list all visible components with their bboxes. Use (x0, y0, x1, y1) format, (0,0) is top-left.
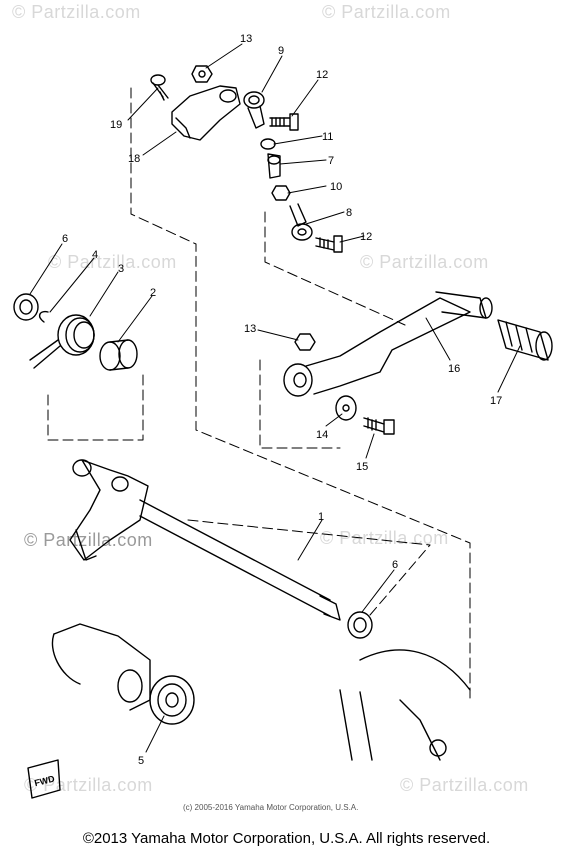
bolt-12 (269, 113, 299, 131)
callout-13b: 13 (244, 323, 256, 335)
callout-15: 15 (356, 461, 368, 473)
callout-6b: 6 (392, 559, 398, 571)
assembly-line (47, 369, 144, 441)
watermark: © Partzilla.com (48, 252, 177, 272)
oil-seal-6b (347, 611, 373, 639)
callout-12: 12 (316, 69, 328, 81)
callout-11: 11 (322, 131, 333, 143)
shift-shaft-1 (69, 459, 341, 621)
watermark: © Partzilla.com (24, 530, 153, 550)
rod-7 (267, 153, 281, 179)
pedal-rubber-17 (497, 319, 553, 361)
callout-18: 18 (128, 153, 140, 165)
callout-8: 8 (346, 207, 352, 219)
callout-5: 5 (138, 755, 144, 767)
watermark: © Partzilla.com (400, 775, 529, 795)
assembly-line (264, 211, 406, 326)
callout-7: 7 (328, 155, 334, 167)
fwd-arrow-icon (27, 759, 61, 799)
assembly-line (130, 87, 471, 701)
frame (339, 649, 471, 761)
bolt-12b (315, 235, 343, 253)
watermark: © Partzilla.com (360, 252, 489, 272)
image-copyright: (c) 2005-2016 Yamaha Motor Corporation, … (183, 803, 359, 812)
nut-13b (294, 333, 316, 351)
callout-4: 4 (92, 249, 98, 261)
washer-11 (260, 138, 276, 150)
bearing-5 (149, 675, 195, 725)
assembly-line (369, 544, 431, 616)
nut-13 (191, 65, 213, 83)
callout-16: 16 (448, 363, 460, 375)
callout-10: 10 (330, 181, 342, 193)
callout-2: 2 (150, 287, 156, 299)
assembly-line (187, 519, 431, 546)
callout-1: 1 (318, 511, 324, 523)
nut-10 (271, 185, 291, 201)
callout-17: 17 (490, 395, 502, 407)
fwd-label: FWD (33, 773, 56, 788)
callout-19: 19 (110, 119, 122, 131)
washer-14 (335, 395, 357, 421)
lever-18 (171, 85, 241, 141)
watermark: © Partzilla.com (322, 2, 451, 22)
callout-12b: 12 (360, 231, 372, 243)
footer-copyright: ©2013 Yamaha Motor Corporation, U.S.A. A… (82, 830, 491, 847)
spring-3 (29, 314, 95, 369)
clip-4 (38, 310, 49, 323)
collar-2 (99, 339, 138, 371)
callout-14: 14 (316, 429, 328, 441)
bolt-15 (363, 417, 395, 435)
watermark: © Partzilla.com (12, 2, 141, 22)
oil-seal-6 (13, 293, 39, 321)
callout-9: 9 (278, 45, 284, 57)
crankcase (51, 623, 151, 711)
rod-end-8 (289, 203, 313, 241)
watermark: © Partzilla.com (24, 775, 153, 795)
assembly-line (259, 359, 341, 449)
rod-end-9 (243, 91, 265, 129)
watermark: © Partzilla.com (320, 528, 449, 548)
callout-13: 13 (240, 33, 252, 45)
bolt-19 (150, 74, 169, 101)
callout-3: 3 (118, 263, 124, 275)
callout-6: 6 (62, 233, 68, 245)
shift-pedal-16 (283, 291, 493, 397)
